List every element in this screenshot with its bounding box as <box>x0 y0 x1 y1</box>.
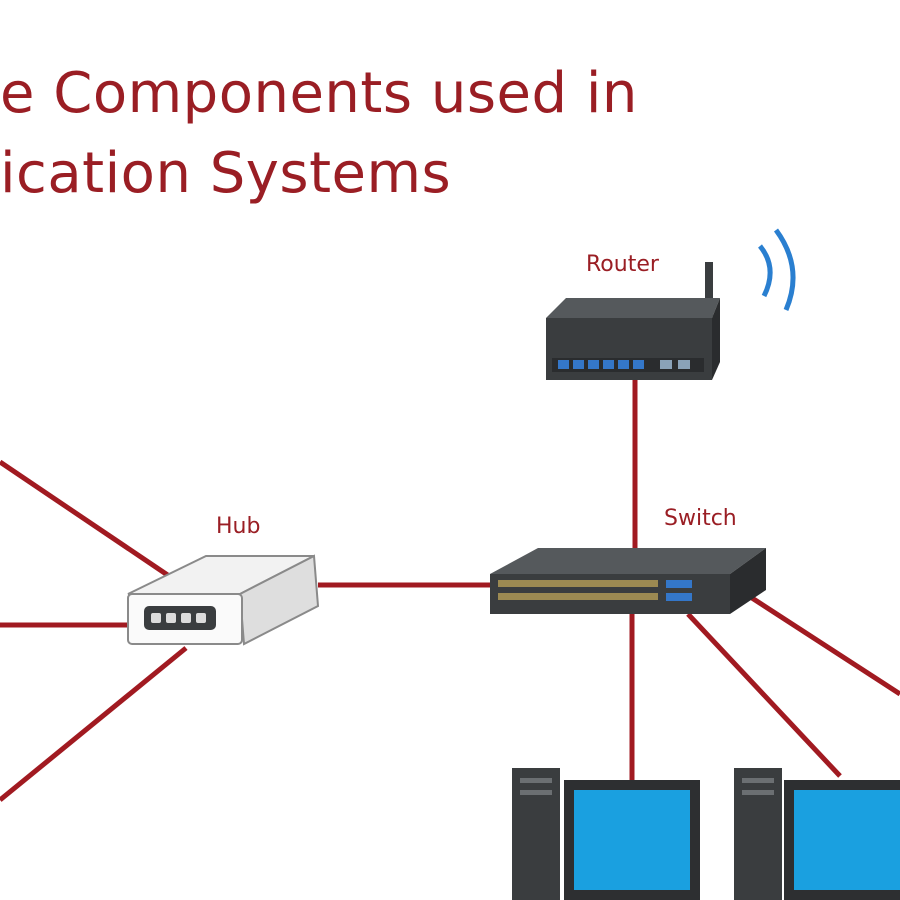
link-offscreen-to-hub-bottom <box>0 646 188 802</box>
router-ports <box>558 360 690 369</box>
slide-title-line-2: ication Systems <box>0 141 452 206</box>
tower-case-icon <box>734 768 782 900</box>
hub-ports <box>151 613 206 623</box>
monitor-screen <box>574 790 690 890</box>
switch-label: Switch <box>664 506 737 531</box>
slide-title-line-1: e Components used in <box>0 61 638 126</box>
link-switch-to-offscreen <box>750 595 900 697</box>
switch-top-face <box>490 548 766 574</box>
router-antenna <box>705 262 713 316</box>
hub-label: Hub <box>216 514 261 539</box>
monitor-screen <box>794 790 900 890</box>
router-wifi-signal-outer <box>773 228 796 311</box>
switch-uplink-ports <box>666 580 692 601</box>
network-links <box>0 376 900 802</box>
switch-icon <box>490 548 766 614</box>
link-switch-to-computer-2 <box>686 612 842 778</box>
tower-case-icon <box>512 768 560 900</box>
monitor-icon <box>564 780 700 900</box>
router-label: Router <box>586 252 659 277</box>
switch-ports <box>498 580 658 600</box>
link-offscreen-to-hub-top <box>0 459 174 581</box>
desktop-computer-2 <box>734 768 900 900</box>
monitor-icon <box>784 780 900 900</box>
router-icon <box>546 228 796 380</box>
router-top-face <box>546 298 720 318</box>
switch-side-face <box>730 548 766 614</box>
router-side-face <box>712 298 720 380</box>
hub-icon <box>127 554 320 646</box>
desktop-computer-1 <box>512 768 700 900</box>
hub-port-panel <box>144 606 216 630</box>
router-wifi-signal <box>758 244 773 298</box>
